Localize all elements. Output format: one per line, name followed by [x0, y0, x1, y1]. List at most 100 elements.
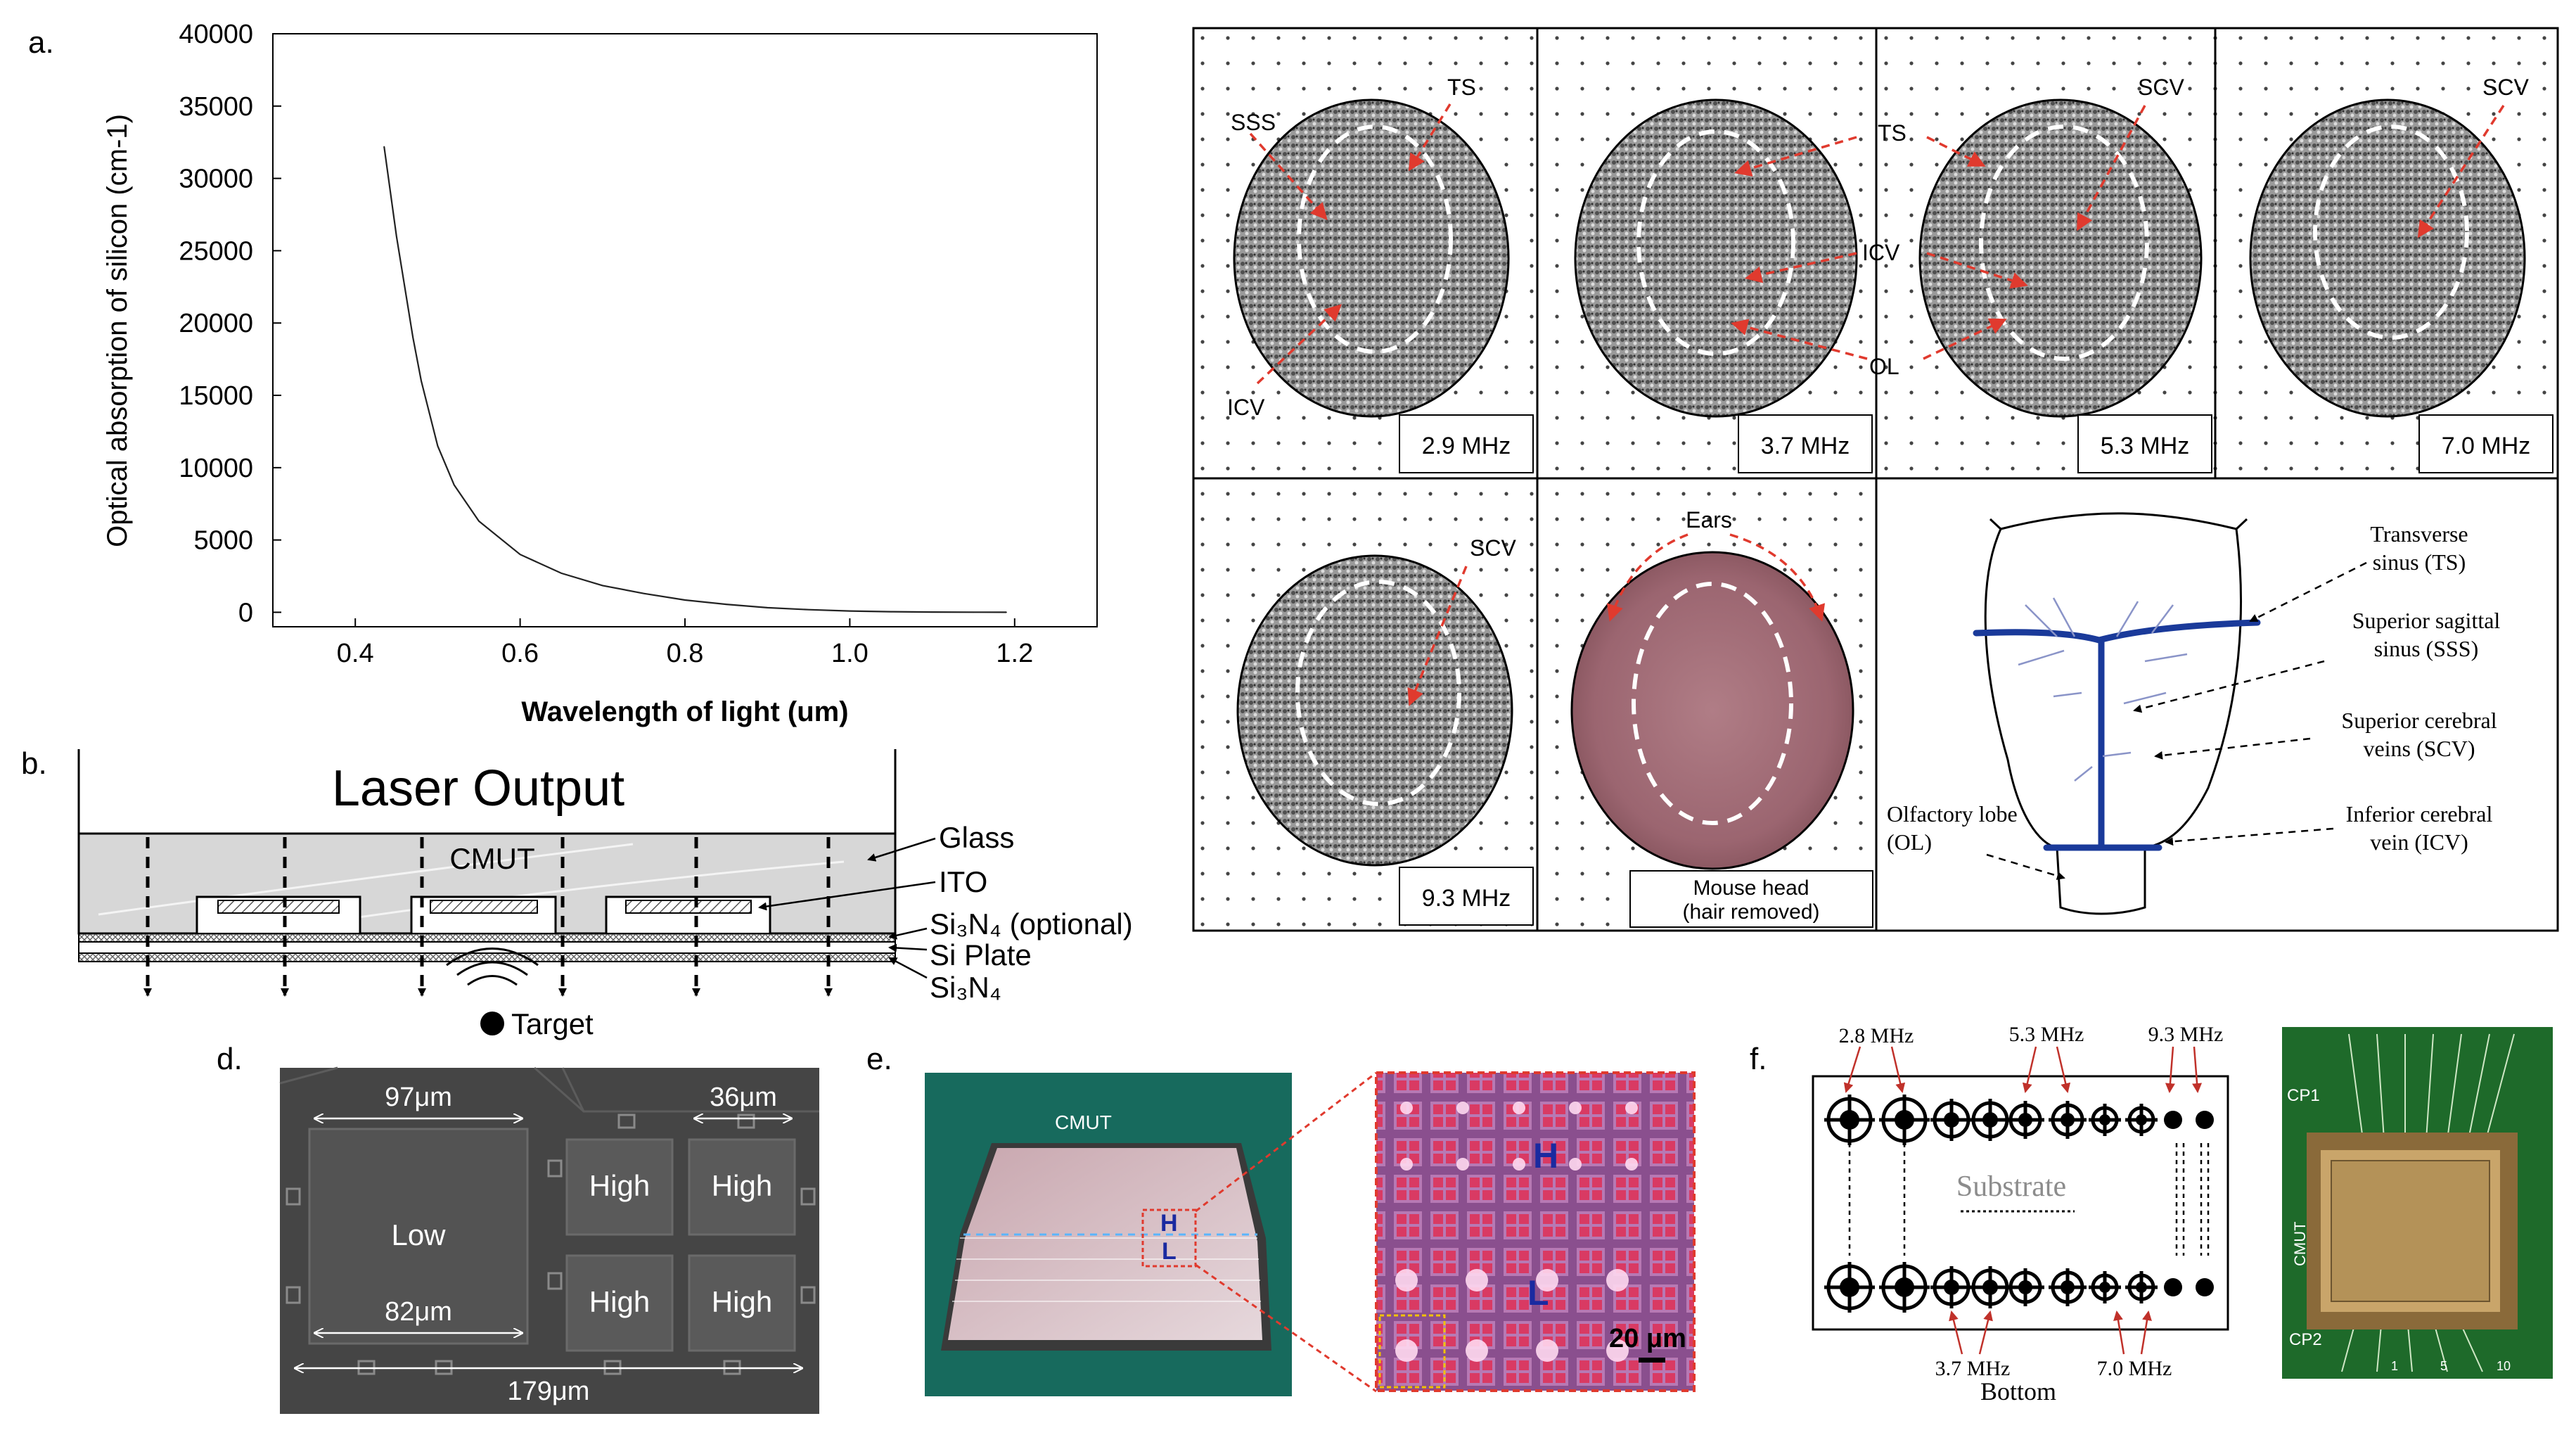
y-tick-label: 10000 — [179, 454, 253, 483]
sss-desc-1: Superior sagittal — [2352, 608, 2501, 633]
y-tick-label: 20000 — [179, 309, 253, 338]
pcb-photo: CP1 CP2 CMUT 1 5 10 — [2282, 1027, 2553, 1379]
target-icon — [446, 948, 539, 986]
zoomed-membranes: H L 20 μm — [1375, 1071, 1696, 1392]
data-point — [421, 380, 422, 382]
cmut-cavity — [605, 895, 771, 933]
freq-2.9: 2.9 MHz — [1422, 433, 1511, 459]
transducer-element — [1879, 1262, 1930, 1313]
transducer-element — [2164, 1111, 2182, 1129]
data-point — [931, 611, 933, 613]
data-point — [725, 604, 727, 605]
data-point — [412, 336, 414, 338]
si3n4-layer — [78, 952, 896, 962]
transducer-element — [2049, 1268, 2087, 1306]
mouse-head-label: Mouse head — [1693, 876, 1809, 900]
hair-removed-label: (hair removed) — [1682, 900, 1819, 924]
icv-label-mid: ICV — [1862, 240, 1900, 265]
pin-5-label: 5 — [2440, 1359, 2447, 1373]
data-point — [973, 611, 974, 613]
transducer-element — [2089, 1271, 2121, 1303]
plot-frame — [272, 33, 1098, 627]
cp1-label: CP1 — [2287, 1086, 2320, 1105]
y-tick-label: 25000 — [179, 236, 253, 266]
target-dot — [480, 1012, 504, 1035]
data-point — [519, 554, 521, 555]
pa-image-grid: 2.9 MHz 3.7 MHz 5.3 MHz 7.0 MHz 9.3 MHz — [1192, 27, 2559, 932]
dim-82: 82μm — [385, 1297, 452, 1327]
scale-label: 20 μm — [1609, 1324, 1686, 1353]
array-layout: Substrate 2.8 MHz 5.3 MHz 9.3 MHz 3.7 — [1812, 1023, 2229, 1405]
transducer-element — [2196, 1111, 2214, 1129]
data-point — [849, 610, 851, 612]
sss-label: SSS — [1231, 110, 1276, 135]
scv-label-5.3: SCV — [2138, 75, 2184, 100]
bottom-label: Bottom — [1980, 1377, 2056, 1405]
freq-3.7-label: 3.7 MHz — [1935, 1357, 2011, 1380]
data-point — [454, 484, 455, 486]
icv-desc-2: vein (ICV) — [2370, 829, 2468, 855]
data-point — [767, 607, 768, 608]
transducer-element — [1879, 1095, 1930, 1145]
y-axis-label: Optical absorption of silicon (cm-1) — [102, 114, 133, 547]
transducer-element — [2125, 1104, 2158, 1136]
ts-desc-1: Transverse — [2370, 521, 2468, 547]
x-tick-label: 0.8 — [667, 639, 704, 668]
data-point — [383, 146, 385, 148]
transducer-element — [2164, 1278, 2182, 1296]
panel-label-f: f. — [1750, 1042, 1767, 1076]
panel-label-a: a. — [28, 25, 54, 60]
y-tick-label: 5000 — [193, 526, 253, 556]
panel-label-e: e. — [866, 1042, 892, 1076]
data-point — [478, 521, 480, 522]
cp2-label: CP2 — [2289, 1330, 2322, 1349]
ol-desc-1: Olfactory lobe — [1887, 801, 2018, 827]
cmut-chip-label: CMUT — [1055, 1111, 1112, 1133]
scv-label-9.3: SCV — [1470, 535, 1516, 561]
brain-tile-3.7: 3.7 MHz — [1574, 98, 1873, 473]
transducer-element — [2049, 1101, 2087, 1139]
freq-2.8-label: 2.8 MHz — [1839, 1024, 1914, 1047]
cmut-cross-section: Laser Output CMUT — [77, 749, 1133, 1040]
pin-1-label: 1 — [2391, 1359, 2398, 1373]
si-plate-label: Si Plate — [930, 938, 1032, 971]
chip-l-label: L — [1162, 1238, 1177, 1265]
transducer-element — [2006, 1268, 2044, 1306]
data-point — [437, 445, 439, 447]
chip-photo: CMUT H L — [925, 1071, 1377, 1396]
ol-label: OL — [1869, 354, 1899, 379]
y-tick-label: 35000 — [179, 92, 253, 122]
icv-desc-1: Inferior cerebral — [2346, 801, 2493, 827]
high-label-2: High — [712, 1169, 772, 1202]
x-tick-label: 1.0 — [831, 639, 869, 668]
cmut-cavity — [196, 895, 361, 933]
sss-desc-2: sinus (SSS) — [2374, 636, 2479, 661]
low-freq-membrane — [308, 1128, 529, 1345]
dim-97: 97μm — [385, 1083, 452, 1112]
element-row-bottom — [1824, 1262, 2214, 1313]
zoom-l-label: L — [1527, 1273, 1549, 1313]
ito-label: ITO — [939, 865, 987, 898]
transducer-element — [2196, 1278, 2214, 1296]
zoom-region — [1141, 1208, 1197, 1268]
brain-tile-2.9: 2.9 MHz — [1233, 98, 1534, 473]
transducer-element — [1930, 1266, 1973, 1308]
element-row-top — [1824, 1095, 2214, 1145]
absorption-series-line — [383, 146, 1007, 613]
scale-bar — [1639, 1358, 1665, 1363]
ts-desc-2: sinus (TS) — [2373, 549, 2466, 575]
panel-label-d: d. — [217, 1042, 243, 1076]
si3n4-label: Si₃N₄ — [930, 971, 1001, 1004]
brain-tile-5.3: 5.3 MHz — [1918, 98, 2212, 473]
mouse-head-tile: Mouse head (hair removed) Ears — [1570, 507, 1873, 928]
scv-desc-2: veins (SCV) — [2363, 736, 2475, 761]
y-tick-label: 40000 — [179, 20, 253, 49]
data-point — [1006, 611, 1007, 613]
data-point — [404, 286, 406, 288]
ol-desc-2: (OL) — [1887, 829, 1932, 855]
high-label-3: High — [589, 1285, 650, 1318]
